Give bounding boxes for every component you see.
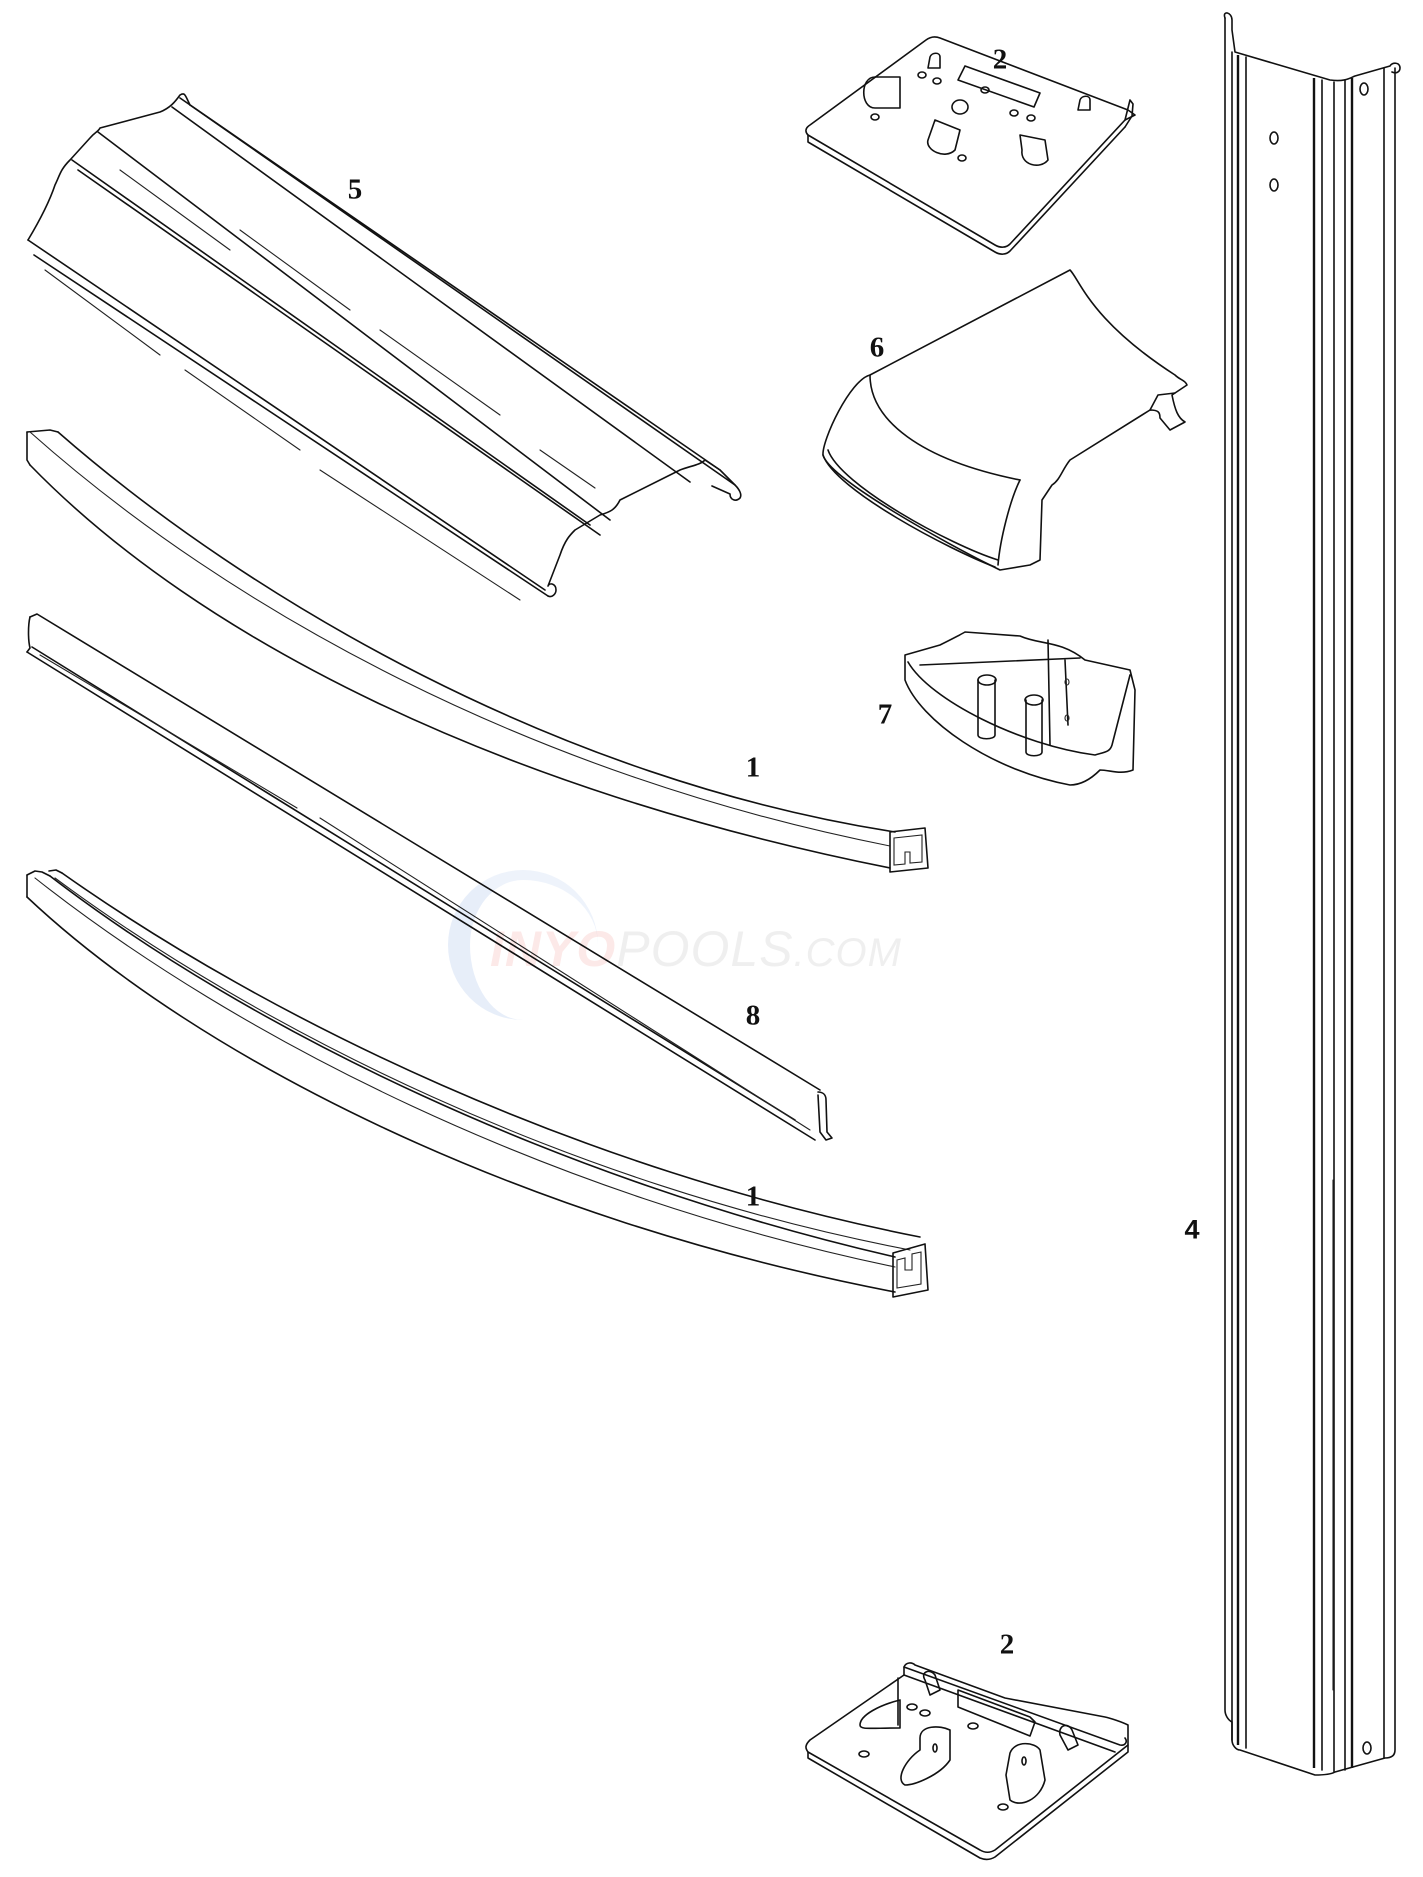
callout-8: 8 xyxy=(745,999,761,1032)
bottom-rail-lower-drawing xyxy=(26,869,929,1298)
callout-2-top: 2 xyxy=(992,43,1008,76)
callout-5: 5 xyxy=(347,173,363,206)
callout-1-lower: 1 xyxy=(745,1180,761,1213)
callout-6: 6 xyxy=(869,331,885,364)
base-plate-bottom-drawing xyxy=(805,1662,1129,1861)
callout-4: 4 xyxy=(1184,1214,1200,1245)
bottom-cap-drawing xyxy=(904,631,1136,786)
callout-2-bottom: 2 xyxy=(999,1628,1015,1661)
top-cap-drawing xyxy=(822,269,1188,571)
callout-1-upper: 1 xyxy=(745,751,761,784)
callout-7: 7 xyxy=(877,698,893,731)
stabilizer-rail-drawing xyxy=(26,613,833,1141)
base-plate-top-drawing xyxy=(805,36,1136,255)
top-rail-drawing xyxy=(27,93,742,601)
upright-drawing xyxy=(1223,12,1401,1776)
bottom-rail-upper-drawing xyxy=(26,429,929,873)
